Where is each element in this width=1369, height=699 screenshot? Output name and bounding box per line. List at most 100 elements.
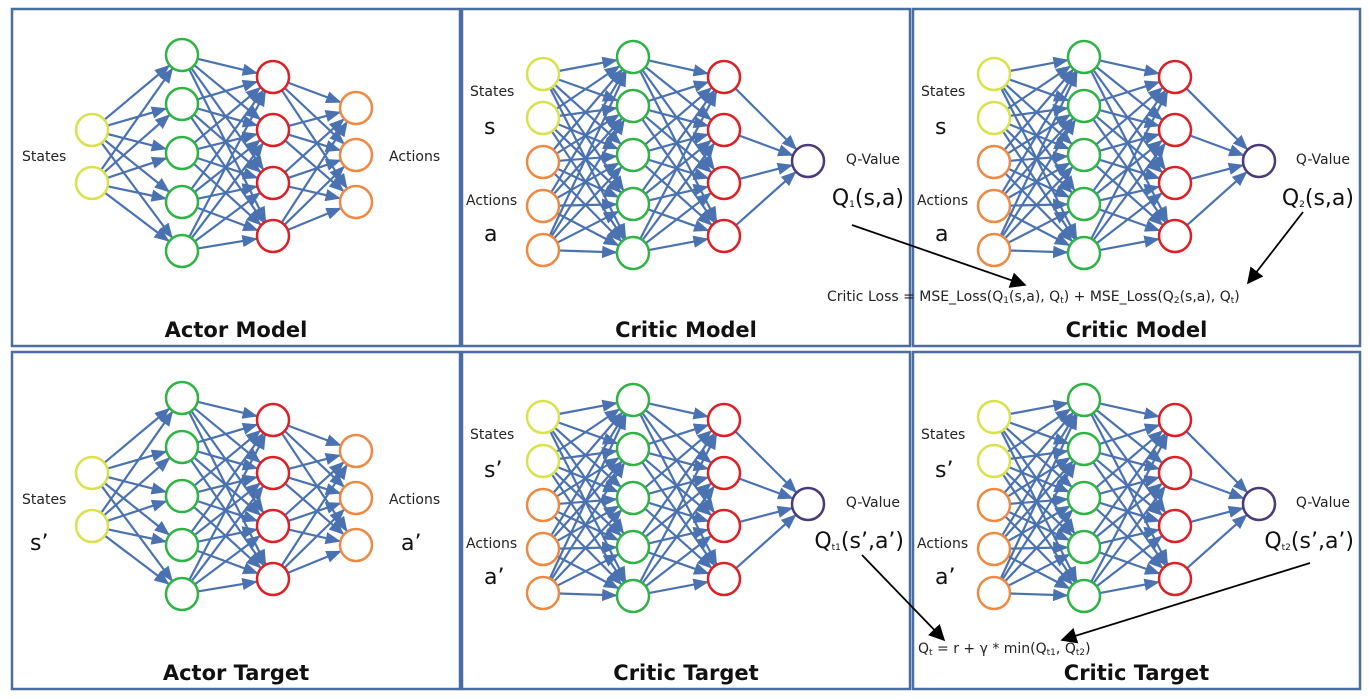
- connection-edge: [556, 553, 620, 587]
- connection-edge: [738, 134, 794, 157]
- connection-edge: [287, 159, 342, 179]
- action-input-node: [976, 487, 1012, 523]
- connection-edge: [1098, 208, 1161, 232]
- connection-edge: [1009, 103, 1069, 117]
- connection-edge: [188, 90, 267, 238]
- connection-edge: [1009, 245, 1069, 259]
- connection-edge: [1001, 413, 1077, 536]
- connection-edge: [193, 162, 262, 226]
- connection-edge: [1004, 471, 1073, 537]
- connection-edge: [283, 165, 345, 226]
- connection-edge: [554, 426, 622, 488]
- connection-edge: [738, 477, 794, 500]
- connection-edge: [106, 499, 168, 522]
- connection-edge: [1092, 412, 1166, 514]
- action-input-node: [976, 144, 1012, 180]
- connection-edge: [1186, 171, 1248, 227]
- connection-edge: [194, 192, 261, 243]
- connection-edge: [104, 191, 170, 242]
- hidden-layer-1-node: [164, 86, 200, 122]
- hidden-layer-2-node: [706, 455, 742, 491]
- connection-edge: [999, 71, 1078, 236]
- q-value-output-node: [1241, 143, 1277, 179]
- connection-edge: [558, 494, 618, 507]
- hidden-layer-2-node: [1157, 455, 1193, 491]
- connection-edge: [641, 89, 715, 192]
- connection-edge: [1092, 142, 1166, 241]
- connection-edge: [1098, 423, 1161, 446]
- connection-edge: [193, 429, 262, 487]
- connection-edge: [739, 505, 794, 523]
- action-variable: a: [484, 222, 497, 247]
- connection-edge: [644, 430, 713, 489]
- hidden-layer-2-node: [706, 508, 742, 544]
- panel-frame: [460, 350, 912, 691]
- panel-critic-model-1: Critic ModelStatessActionsaQ-ValueQ1(s,a…: [460, 7, 912, 348]
- connection-edge: [190, 142, 264, 239]
- connection-edge: [1009, 588, 1069, 602]
- hidden-layer-1-node: [164, 576, 200, 612]
- panel-frame: [911, 350, 1362, 691]
- connection-edge: [1185, 430, 1249, 494]
- connection-edge: [556, 555, 620, 590]
- connection-edge: [1004, 128, 1073, 194]
- connection-edge: [288, 528, 341, 545]
- connection-edge: [1007, 212, 1071, 247]
- hidden-layer-2-node: [255, 455, 291, 491]
- hidden-layer-2-node: [1157, 165, 1193, 201]
- connection-edge: [196, 79, 259, 101]
- panel-title: Critic Target: [1064, 661, 1209, 685]
- hidden-layer-2-node: [255, 402, 291, 438]
- connection-edge: [552, 68, 623, 151]
- state-input-node: [525, 56, 561, 92]
- panel-frame: [10, 7, 462, 348]
- connection-edge: [553, 166, 623, 240]
- connection-edge: [553, 471, 622, 537]
- connection-edge: [647, 80, 710, 103]
- connection-edge: [1096, 192, 1163, 245]
- panel-frame: [911, 7, 1362, 348]
- q-value-output-node: [790, 486, 826, 522]
- connection-edge: [555, 65, 621, 110]
- connection-edge: [735, 171, 797, 227]
- connection-edge: [196, 156, 259, 180]
- hidden-layer-2-node: [1157, 561, 1193, 597]
- connection-edge: [288, 185, 341, 202]
- panel-critic-model-2: Critic ModelStatessActionsaQ-ValueQ2(s,a…: [911, 7, 1362, 348]
- connection-edge: [1009, 151, 1069, 164]
- connection-edge: [557, 510, 619, 541]
- connection-edge: [734, 87, 798, 151]
- connection-edge: [648, 402, 709, 420]
- hidden-layer-1-node: [615, 529, 651, 565]
- q-value-label: Q-Value: [1296, 495, 1350, 511]
- connection-edge: [106, 156, 168, 179]
- panel-title: Critic Model: [615, 318, 757, 342]
- connection-edge: [558, 245, 618, 259]
- connection-edge: [1189, 477, 1245, 500]
- hidden-layer-2-node: [255, 561, 291, 597]
- connection-edge: [287, 550, 342, 574]
- connection-edge: [1095, 507, 1164, 569]
- connection-edge: [196, 549, 259, 575]
- hidden-layer-1-node: [164, 527, 200, 563]
- connection-edge: [190, 89, 264, 190]
- hidden-layer-1-node: [615, 235, 651, 271]
- hidden-layer-1-node: [164, 478, 200, 514]
- action-variable: a’: [401, 531, 421, 556]
- connection-edge: [197, 450, 259, 471]
- hidden-layer-1-node: [615, 578, 651, 614]
- hidden-layer-2-node: [706, 218, 742, 254]
- action-output-node: [338, 90, 374, 126]
- connection-edge: [644, 87, 713, 146]
- connection-edge: [550, 119, 625, 237]
- connection-edge: [558, 103, 618, 117]
- panel-critic-target-1: Critic TargetStatess’Actionsa’Q-ValueQt1…: [460, 350, 912, 691]
- connection-edge: [103, 114, 171, 174]
- actions-label: Actions: [466, 193, 517, 209]
- connection-edge: [557, 123, 619, 150]
- connection-edge: [1099, 452, 1161, 472]
- connection-edge: [1005, 426, 1073, 488]
- hidden-layer-2-node: [706, 165, 742, 201]
